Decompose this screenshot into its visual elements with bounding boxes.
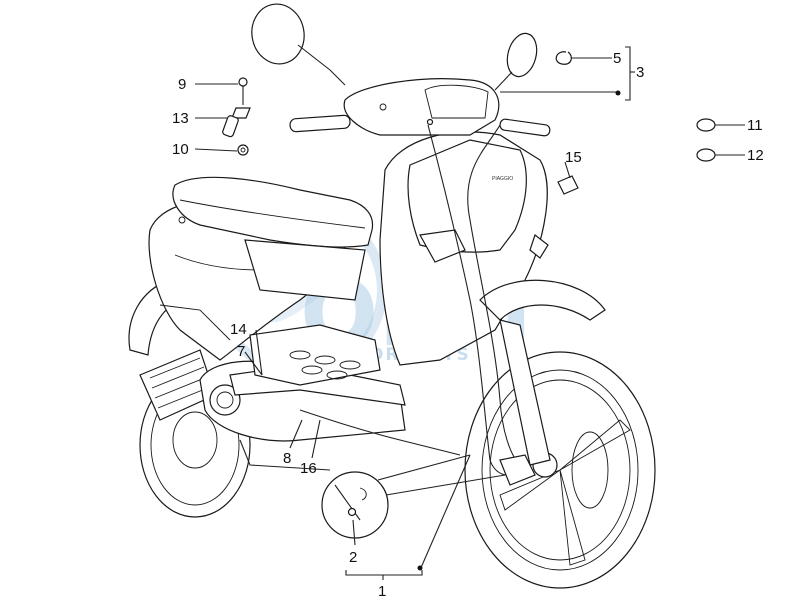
seat bbox=[172, 176, 374, 301]
callout-13: 13 bbox=[172, 110, 189, 127]
callout-2: 2 bbox=[349, 549, 357, 566]
part-clip-5 bbox=[555, 51, 572, 65]
callout-7: 7 bbox=[237, 343, 245, 360]
callout-12: 12 bbox=[747, 147, 764, 164]
part-clip-11 bbox=[696, 118, 716, 132]
cable-harness bbox=[299, 118, 536, 486]
front-shield-upper bbox=[407, 139, 527, 253]
part-nut-10 bbox=[237, 144, 249, 156]
detail-circle bbox=[321, 454, 506, 539]
callout-11: 11 bbox=[747, 117, 763, 134]
front-wheel bbox=[464, 351, 656, 589]
callout-16: 16 bbox=[300, 460, 317, 477]
callout-15: 15 bbox=[565, 149, 582, 166]
centre-stand bbox=[239, 439, 331, 471]
callout-5: 5 bbox=[613, 50, 621, 67]
callout-1: 1 bbox=[378, 583, 386, 600]
left-grip bbox=[289, 114, 351, 133]
part-bracket-13 bbox=[222, 107, 251, 138]
part-clip-12 bbox=[696, 148, 716, 162]
indicator-left bbox=[419, 229, 466, 263]
mirror-left bbox=[251, 3, 346, 86]
callout-9: 9 bbox=[178, 76, 186, 93]
mirror-right bbox=[494, 32, 538, 91]
part-bolt-9 bbox=[238, 77, 248, 105]
handlebar-assembly bbox=[289, 78, 551, 137]
part-clip-15 bbox=[557, 175, 579, 195]
front-fork bbox=[499, 319, 551, 466]
callout-10: 10 bbox=[172, 141, 189, 158]
brand-badge: PIAGGIO bbox=[492, 176, 513, 182]
front-fender bbox=[479, 279, 606, 321]
side-vents bbox=[249, 324, 381, 386]
callout-3: 3 bbox=[636, 64, 644, 81]
callout-14: 14 bbox=[230, 321, 247, 338]
indicator-right bbox=[529, 234, 549, 259]
leader-lines bbox=[194, 46, 745, 580]
right-grip bbox=[499, 118, 551, 137]
callout-labels: 9 13 10 5 3 11 12 15 14 7 8 16 2 1 bbox=[172, 50, 764, 600]
scooter-illustration: PIAGGIO bbox=[128, 3, 656, 589]
callout-8: 8 bbox=[283, 450, 291, 467]
